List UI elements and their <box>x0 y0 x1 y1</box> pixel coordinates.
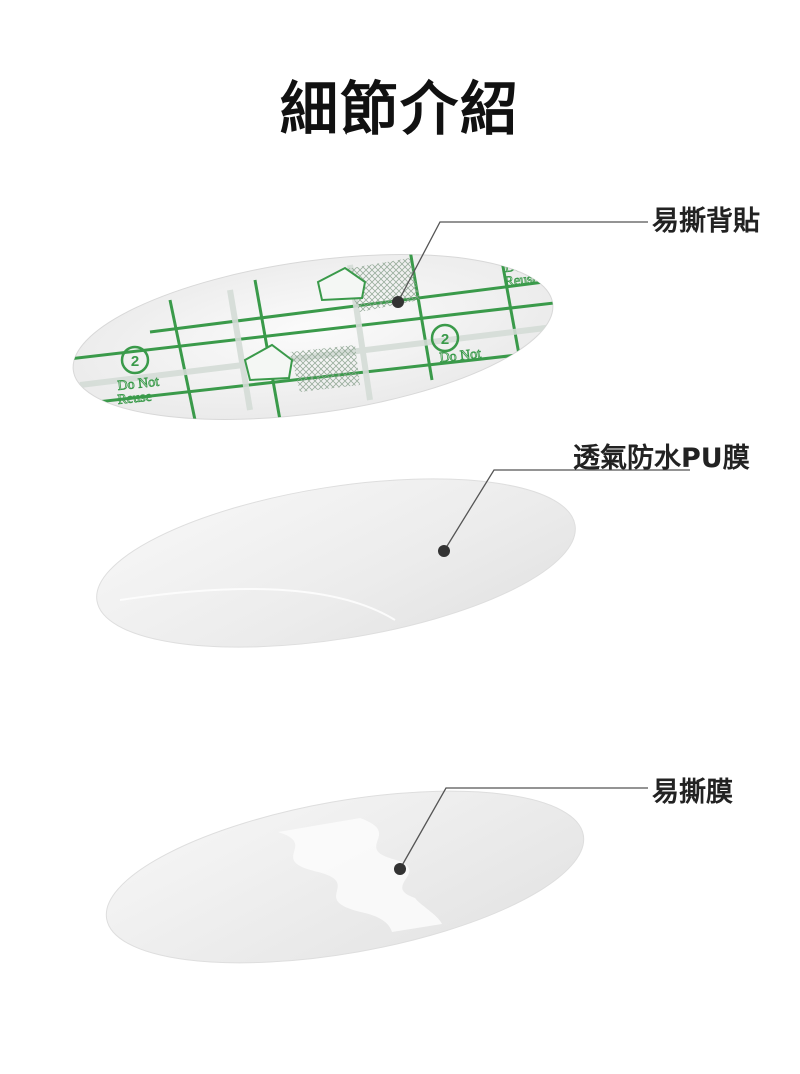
callout-dot <box>392 296 404 308</box>
page-title: 細節介紹 <box>279 75 520 143</box>
print-text: Do Not <box>439 347 482 366</box>
callout-dot <box>438 545 450 557</box>
label-pu-film: 透氣防水PU膜 <box>573 443 750 474</box>
print-text: Do Not <box>504 257 547 276</box>
pu-film-layer <box>96 478 576 648</box>
peel-film-layer <box>105 790 585 964</box>
callout-peel <box>394 787 648 875</box>
callout-backing <box>392 221 648 308</box>
print-mark: 2 <box>441 331 449 348</box>
print-text: Reuse <box>117 389 153 407</box>
callout-dot <box>394 863 406 875</box>
label-backing: 易撕背貼 <box>652 206 760 237</box>
print-text: Do Not <box>117 375 160 394</box>
label-peel-film: 易撕膜 <box>652 777 733 808</box>
callout-pu <box>438 469 690 557</box>
backing-layer: 2 2 Do Not Reuse Do Not Do Not Reuse <box>62 249 564 421</box>
print-mark: 2 <box>131 353 139 370</box>
